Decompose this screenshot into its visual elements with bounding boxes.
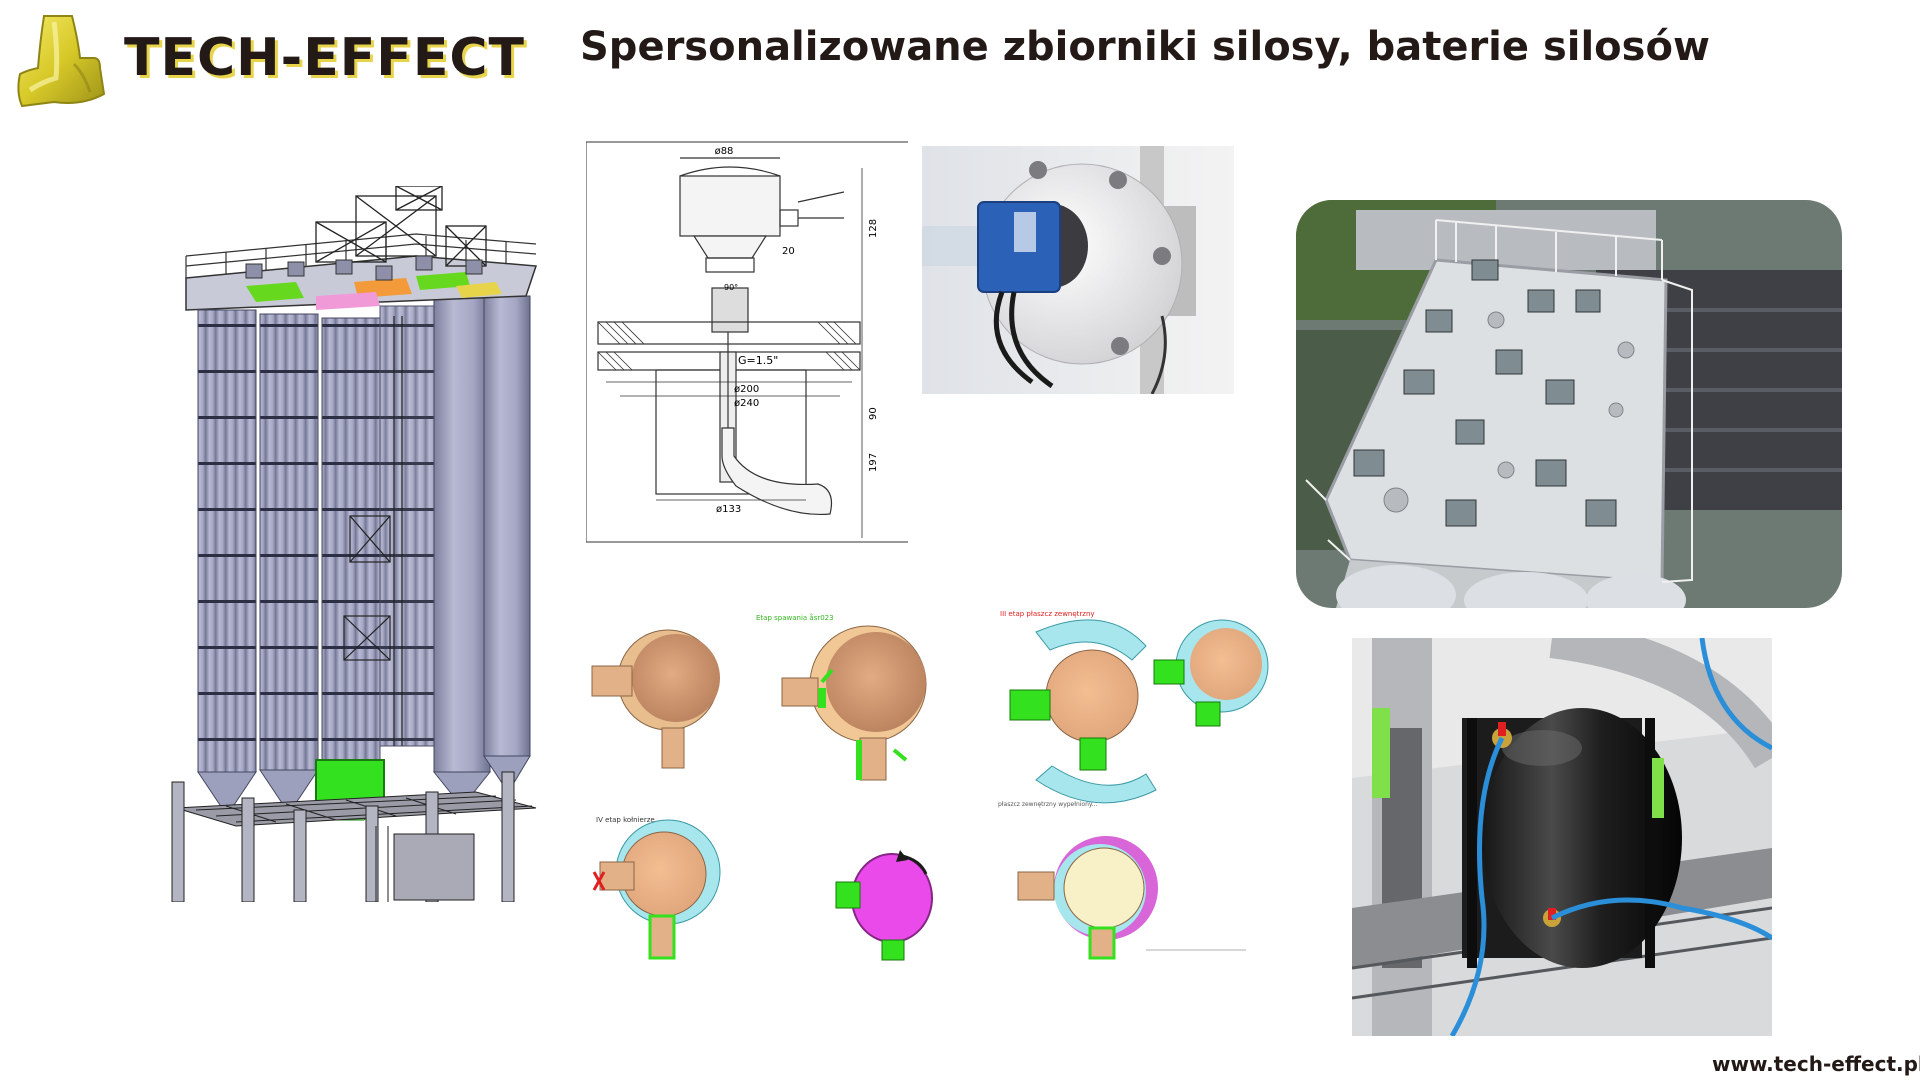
assembly-stage-6 [1017,836,1246,960]
silo-rear-row [433,281,531,773]
dim-h90: 90 [868,407,879,420]
assembly-stage-3b [1153,619,1269,727]
pneumatic-tank-photo [1352,638,1772,1036]
stage-3-label: III etap płaszcz zewnętrzny [1000,610,1095,618]
assembly-stage-5 [835,850,933,961]
support-frame [171,771,537,902]
assembly-stage-3: III etap płaszcz zewnętrzny płaszcz zewn… [998,610,1157,808]
stage-1-label: Etap spawania åsr023 [756,613,834,622]
dim-d240: ø240 [734,398,759,409]
silo-front-row [197,305,435,773]
dim-d200: ø200 [734,384,759,395]
footer-url: www.tech-effect.pl [1712,1052,1920,1076]
assembly-stage-2: Etap spawania åsr023 [756,613,927,781]
assembly-stage-4: IV etap kołnierze [592,816,721,960]
sensor-technical-drawing: ø88 20 128 90° G=1.5" ø200 ø240 90 197 ø… [586,141,908,543]
stage-4-label: IV etap kołnierze [596,816,655,824]
dim-angle: 90° [724,283,738,292]
dim-h197: 197 [868,453,879,472]
top-platform [185,186,538,311]
silo-battery-model [171,186,538,902]
dim-height-128: 128 [868,219,879,238]
silo-rooftop-aerial-photo [1296,200,1842,608]
stage-note: płaszcz zewnętrzny wypełniony... [998,801,1097,808]
logo-icon [17,15,106,108]
brand-name: TECH-EFFECT [124,28,525,88]
assembly-stage-1 [591,629,720,769]
dim-top-diameter: ø88 [715,146,734,157]
rotary-level-sensor-photo [922,146,1234,394]
dim-top: 20 [782,246,795,257]
page-title: Spersonalizowane zbiorniki silosy, bater… [580,24,1710,70]
tank-assembly-stages: Etap spawania åsr023 III etap płaszcz ze… [591,610,1269,961]
dim-thread: G=1.5" [738,354,778,367]
dim-d133: ø133 [716,504,741,515]
